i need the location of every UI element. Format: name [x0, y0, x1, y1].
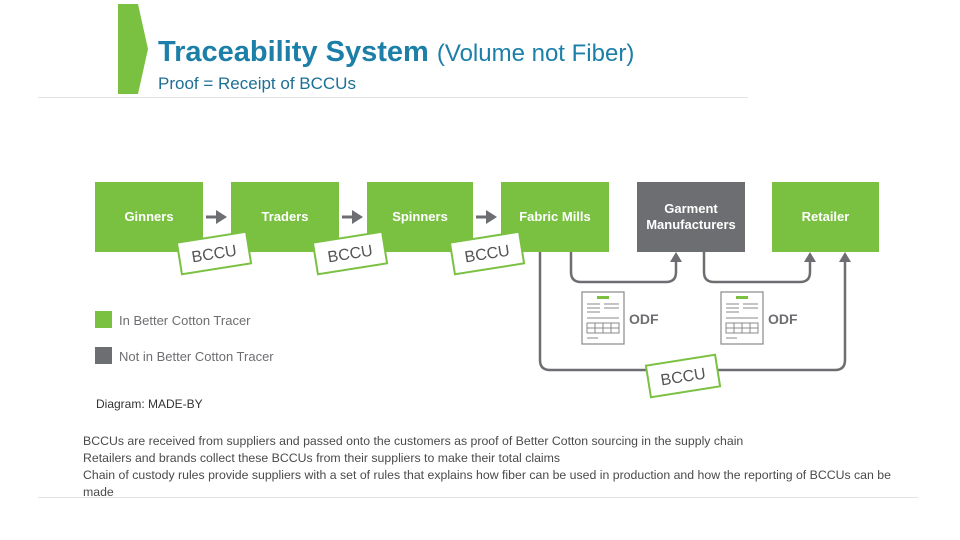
title-main: Traceability System [158, 36, 429, 68]
document-icon-lines [587, 303, 619, 319]
bccu-tag-4: BCCU [644, 353, 722, 399]
bccu-tag-3-label: BCCU [464, 243, 511, 267]
header-divider [38, 97, 748, 98]
node-ginners-label: Ginners [124, 209, 174, 224]
bccu-tag-2-label: BCCU [327, 243, 374, 267]
body-text: BCCUs are received from suppliers and pa… [83, 433, 923, 501]
node-retailer-label: Retailer [801, 209, 850, 224]
legend-swatch-in-tracer [95, 311, 112, 328]
title-parenthetical: (Volume not Fiber) [436, 40, 635, 67]
body-line-1: BCCUs are received from suppliers and pa… [83, 434, 744, 448]
title-accent-chevron [118, 4, 148, 94]
arrowhead-retailer-bccu [839, 252, 851, 262]
node-traders: Traders [231, 182, 339, 252]
body-line-2: Retailers and brands collect these BCCUs… [83, 451, 561, 465]
bccu-tag-2: BCCU [311, 230, 389, 276]
legend-label-in-tracer: In Better Cotton Tracer [119, 313, 251, 328]
page-title: Traceability System (Volume not Fiber) [158, 36, 634, 69]
connector-fabric-to-garment [569, 252, 678, 284]
diagram-credit: Diagram: MADE-BY [96, 397, 203, 411]
page-subtitle: Proof = Receipt of BCCUs [158, 74, 356, 93]
odf-label-2: ODF [768, 311, 798, 327]
bccu-tag-1: BCCU [175, 230, 253, 276]
bccu-tag-1-label: BCCU [191, 243, 238, 267]
footer-divider [38, 497, 918, 498]
node-retailer: Retailer [772, 182, 879, 252]
arrow-spinners-fabric-mills [476, 210, 497, 224]
node-garment-manufacturers-label: Garment Manufacturers [646, 201, 736, 232]
odf-document-2 [720, 291, 764, 345]
node-garment-manufacturers: Garment Manufacturers [637, 182, 745, 252]
arrow-ginners-traders [206, 210, 227, 224]
document-icon-lines [726, 303, 758, 319]
node-fabric-mills-label: Fabric Mills [519, 209, 591, 224]
legend-label-not-in-tracer: Not in Better Cotton Tracer [119, 349, 274, 364]
arrow-traders-spinners [342, 210, 363, 224]
legend-swatch-not-in-tracer [95, 347, 112, 364]
odf-label-1: ODF [629, 311, 659, 327]
body-line-3: Chain of custody rules provide suppliers… [83, 468, 891, 499]
node-traders-label: Traders [261, 209, 309, 224]
node-ginners: Ginners [95, 182, 203, 252]
odf-document-1 [581, 291, 625, 345]
arrowhead-retailer [804, 252, 816, 262]
arrowhead-garment [670, 252, 682, 262]
connector-garment-to-retailer [702, 252, 812, 284]
bccu-tag-3: BCCU [448, 230, 526, 276]
node-spinners: Spinners [367, 182, 473, 252]
bccu-tag-4-label: BCCU [660, 366, 707, 390]
node-spinners-label: Spinners [392, 209, 448, 224]
